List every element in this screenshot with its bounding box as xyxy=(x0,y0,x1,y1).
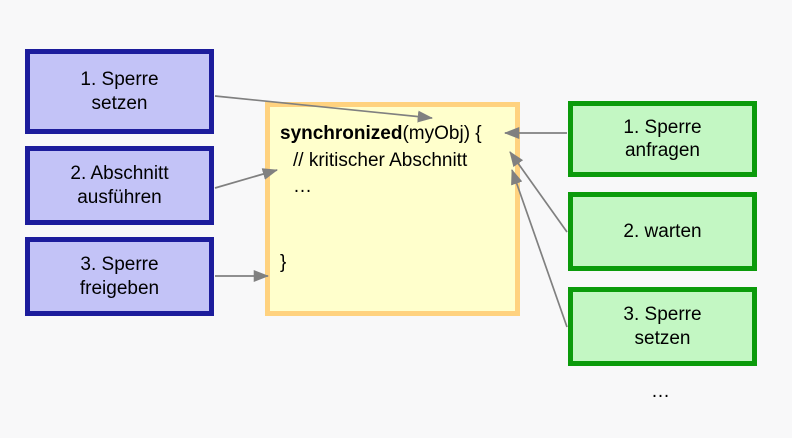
wait-box-lock-acquire-line1: 3. Sperre xyxy=(623,304,702,326)
step-box-execute-section-line1: 2. Abschnitt xyxy=(70,163,169,185)
step-box-lock-acquire-line1: 1. Sperre xyxy=(80,69,159,91)
code-closing-brace: } xyxy=(280,252,287,274)
wait-box-waiting-line1: 2. warten xyxy=(623,220,702,242)
right-column-trailing-ellipsis: … xyxy=(651,381,670,402)
code-line-synchronized: synchronized(myObj) { xyxy=(280,121,515,148)
wait-box-lock-request[interactable]: 1. Sperre anfragen xyxy=(568,101,757,177)
code-line-comment: // kritischer Abschnitt xyxy=(293,149,468,171)
step-box-lock-acquire[interactable]: 1. Sperre setzen xyxy=(25,49,214,134)
code-signature: (myObj) { xyxy=(402,123,482,144)
synchronized-code-block: synchronized(myObj) { // kritischer Absc… xyxy=(265,102,520,316)
step-box-lock-release-line1: 3. Sperre xyxy=(80,254,159,276)
wait-box-waiting[interactable]: 2. warten xyxy=(568,192,757,271)
code-line-ellipsis: … xyxy=(293,176,312,198)
wait-box-lock-request-line1: 1. Sperre xyxy=(623,116,702,138)
step-box-lock-acquire-line2: setzen xyxy=(91,92,148,114)
wait-box-lock-acquire[interactable]: 3. Sperre setzen xyxy=(568,287,757,366)
wait-box-lock-acquire-line2: setzen xyxy=(634,327,691,349)
step-box-execute-section[interactable]: 2. Abschnitt ausführen xyxy=(25,146,214,225)
code-keyword-synchronized: synchronized xyxy=(280,123,403,144)
arrow-green3-to-code xyxy=(511,169,568,328)
step-box-lock-release[interactable]: 3. Sperre freigeben xyxy=(25,237,214,316)
step-box-lock-release-line2: freigeben xyxy=(79,277,160,299)
wait-box-lock-request-line2: anfragen xyxy=(624,140,700,161)
step-box-execute-section-line2: ausführen xyxy=(77,186,162,208)
